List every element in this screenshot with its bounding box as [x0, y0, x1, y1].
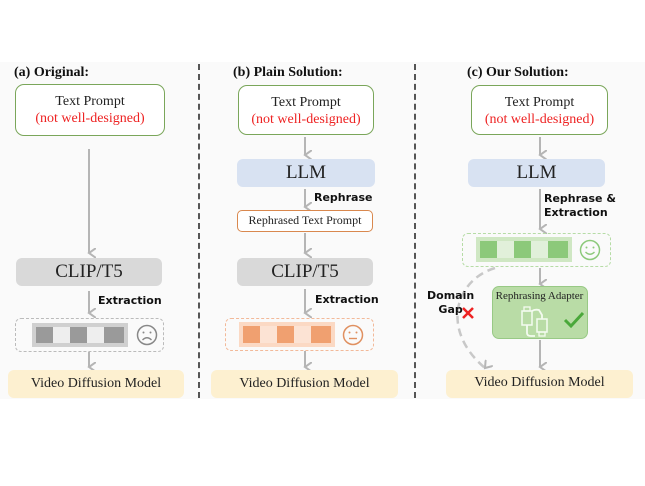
panel-b-title: (b) Plain Solution: — [233, 65, 343, 80]
prompt-warning: (not well-designed) — [35, 111, 145, 126]
prompt-warning: (not well-designed) — [251, 112, 361, 127]
token — [260, 326, 277, 343]
token — [531, 241, 548, 258]
prompt-label: Text Prompt — [504, 95, 575, 110]
sad-face-icon — [136, 324, 158, 346]
panel-a-encoder-box: CLIP/T5 — [16, 258, 162, 286]
embedding-tokens — [32, 323, 128, 347]
panel-a-embedding-box — [15, 318, 164, 352]
token — [36, 327, 53, 343]
panel-a-title: (a) Original: — [14, 65, 90, 80]
token — [514, 241, 531, 258]
panel-c-text-prompt-box: Text Prompt (not well-designed) — [471, 85, 608, 135]
panel-b-encoder-box: CLIP/T5 — [237, 258, 373, 286]
prompt-warning: (not well-designed) — [484, 112, 595, 127]
panel-c-llm-box: LLM — [468, 159, 605, 187]
panel-c-title: (c) Our Solution: — [467, 65, 569, 80]
token — [87, 327, 104, 343]
label-line-2: Gap — [438, 303, 463, 316]
embedding-tokens — [239, 322, 335, 347]
panel-divider — [198, 64, 200, 398]
panel-c-rephrase-extraction-label: Rephrase & Extraction — [544, 192, 616, 220]
panel-b-text-prompt-box: Text Prompt (not well-designed) — [238, 85, 374, 135]
panel-divider — [414, 64, 416, 398]
token — [497, 241, 514, 258]
panel-b-extraction-label: Extraction — [315, 293, 379, 306]
panel-b-llm-box: LLM — [237, 159, 375, 187]
panel-b-video-diffusion-model: Video Diffusion Model — [211, 370, 398, 398]
token — [277, 326, 294, 343]
token — [70, 327, 87, 343]
plug-connector-icon — [521, 306, 548, 337]
token — [243, 326, 260, 343]
panel-b-rephrase-label: Rephrase — [314, 191, 373, 204]
label-line-1: Rephrase & — [544, 192, 616, 205]
token — [104, 327, 124, 343]
panel-b-rephrased-prompt-box: Rephrased Text Prompt — [237, 210, 373, 232]
panel-a-extraction-label: Extraction — [98, 294, 162, 307]
domain-gap-dashed-path — [456, 266, 496, 368]
panel-c-embedding-box — [462, 233, 611, 267]
label-line-1: Domain — [427, 289, 475, 302]
token — [548, 241, 568, 258]
token — [480, 241, 497, 258]
label-line-2: Extraction — [544, 206, 608, 219]
neutral-face-icon — [342, 324, 364, 346]
panel-a-video-diffusion-model: Video Diffusion Model — [8, 370, 184, 398]
prompt-label: Text Prompt — [55, 94, 125, 109]
prompt-label: Text Prompt — [271, 95, 341, 110]
token — [53, 327, 70, 343]
panel-c-rephrasing-adapter: Rephrasing Adapter — [492, 286, 588, 339]
check-icon — [563, 311, 585, 329]
cross-icon — [462, 307, 474, 319]
panel-c-video-diffusion-model: Video Diffusion Model — [446, 370, 633, 398]
happy-face-icon — [579, 239, 601, 261]
adapter-label: Rephrasing Adapter — [495, 290, 584, 302]
token — [294, 326, 311, 343]
panel-a-text-prompt-box: Text Prompt (not well-designed) — [15, 84, 165, 136]
token — [311, 326, 331, 343]
panel-b-embedding-box — [225, 318, 374, 351]
embedding-tokens — [476, 237, 572, 262]
domain-gap-label: Domain Gap — [427, 289, 474, 317]
